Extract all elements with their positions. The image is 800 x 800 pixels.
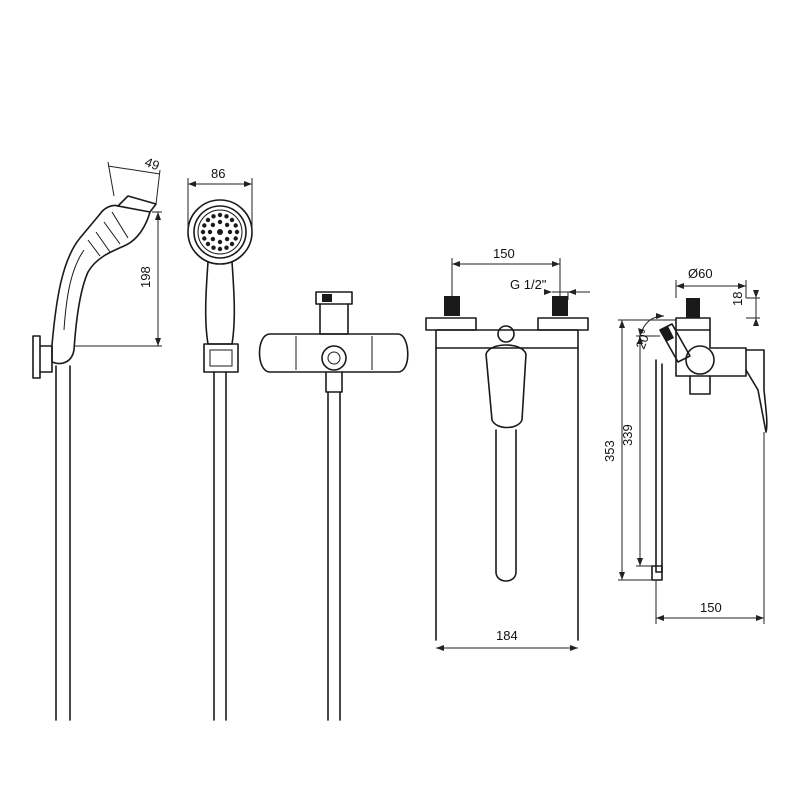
body-extents — [435, 347, 579, 641]
nozzle-dot — [211, 245, 216, 250]
nozzle-dot — [217, 219, 223, 225]
dim-arrows-86 — [188, 181, 252, 187]
diverter-knob — [321, 345, 347, 371]
side-body — [675, 329, 747, 377]
nozzle-dot — [217, 246, 223, 252]
nozzle-dot — [224, 214, 229, 219]
shower-head-inner — [197, 209, 243, 255]
nozzle-center — [217, 229, 223, 235]
label-eccentric-height: 18 — [730, 292, 745, 306]
nozzle-dot — [202, 236, 207, 241]
handle-edge — [63, 249, 85, 331]
nozzle-dot — [227, 229, 233, 235]
spout-lever — [485, 344, 527, 429]
hand-shower-side-view — [32, 161, 162, 721]
front-hose — [213, 371, 227, 721]
shower-face — [117, 195, 157, 213]
shower-head-ring — [193, 205, 247, 259]
mixer-side-view — [618, 280, 768, 624]
label-thread-size: G 1/2" — [510, 277, 547, 292]
nozzle-dot — [210, 222, 216, 228]
eccentric-nut — [686, 298, 700, 318]
nozzle-dot — [205, 217, 211, 223]
label-hand-shower-angle: 49 — [143, 154, 162, 173]
side-knob — [685, 345, 715, 375]
nozzle-dot — [233, 223, 238, 228]
dim-line-86 — [187, 178, 253, 232]
diverter-knob-inner — [327, 351, 341, 365]
flange-right — [537, 317, 589, 331]
dim-arrows-thread — [544, 289, 576, 295]
side-spout-tip — [651, 565, 663, 581]
dim-line-total-height — [618, 319, 676, 581]
lever-cap — [497, 325, 515, 343]
dim-line-inlet-spacing — [451, 258, 561, 296]
dim-arrows-tilt — [638, 313, 664, 336]
mixer-front-view — [258, 291, 409, 721]
label-shower-head-width: 86 — [211, 166, 225, 181]
front-bracket — [203, 343, 239, 373]
mixer-cartridge — [319, 303, 349, 335]
label-eccentric-diameter: Ø60 — [688, 266, 713, 281]
nozzle-lines — [87, 211, 129, 257]
nozzle-dot — [207, 229, 213, 235]
mixer-hose — [327, 391, 341, 721]
nozzle-dot — [200, 229, 206, 235]
dim-line-eccentric — [675, 280, 747, 298]
front-handle — [204, 261, 236, 345]
nozzle-dot — [211, 214, 216, 219]
flange-left — [425, 317, 477, 331]
spout — [495, 429, 517, 582]
side-wall-plate — [745, 349, 768, 433]
hose — [55, 365, 71, 721]
label-body-width: 184 — [496, 628, 518, 643]
wall-bracket — [32, 335, 41, 379]
hand-shower-handle — [51, 204, 151, 365]
nozzle-dot — [234, 229, 240, 235]
front-bracket-inner — [209, 349, 233, 367]
nozzle-dot — [229, 241, 235, 247]
dim-arrows-eccentric-height — [753, 290, 759, 326]
side-spout — [655, 359, 663, 573]
hose-outlet — [325, 371, 343, 393]
dim-line-eccentric-height — [746, 292, 760, 324]
dim-arrows-eccentric — [676, 283, 746, 289]
nozzle-dot — [217, 212, 223, 218]
nozzle-dot — [229, 217, 235, 223]
inlet-right-nut — [552, 296, 568, 316]
label-spout-height: 339 — [620, 424, 635, 446]
dim-line-49 — [107, 161, 161, 205]
nozzle-dot — [205, 241, 211, 247]
nozzle-dot — [202, 223, 207, 228]
label-hand-shower-length: 198 — [138, 266, 153, 288]
nozzle-dot — [233, 236, 238, 241]
mixer-body — [258, 333, 409, 373]
nozzle-dot — [224, 245, 229, 250]
inlet-left-nut — [444, 296, 460, 316]
label-total-height: 353 — [602, 440, 617, 462]
nozzle-dot — [210, 236, 216, 242]
label-tilt-angle: 20° — [633, 327, 654, 351]
dim-line-198 — [74, 211, 162, 347]
bracket-arm — [39, 345, 53, 373]
hand-shower-front-view — [187, 178, 253, 721]
label-inlet-spacing: 150 — [493, 246, 515, 261]
side-lever-marker — [660, 326, 674, 342]
eccentric-flange — [675, 317, 711, 331]
nozzle-pattern — [200, 212, 240, 252]
side-outlet — [689, 375, 711, 395]
lever-marker — [322, 294, 332, 302]
mixer-lever-top — [315, 291, 353, 305]
dim-line-projection — [655, 432, 765, 624]
nozzle-dot — [217, 239, 223, 245]
nozzle-dot — [224, 236, 230, 242]
label-projection: 150 — [700, 600, 722, 615]
nozzle-dot — [224, 222, 230, 228]
mixer-spout-view — [425, 258, 590, 651]
body-joints — [295, 336, 373, 370]
